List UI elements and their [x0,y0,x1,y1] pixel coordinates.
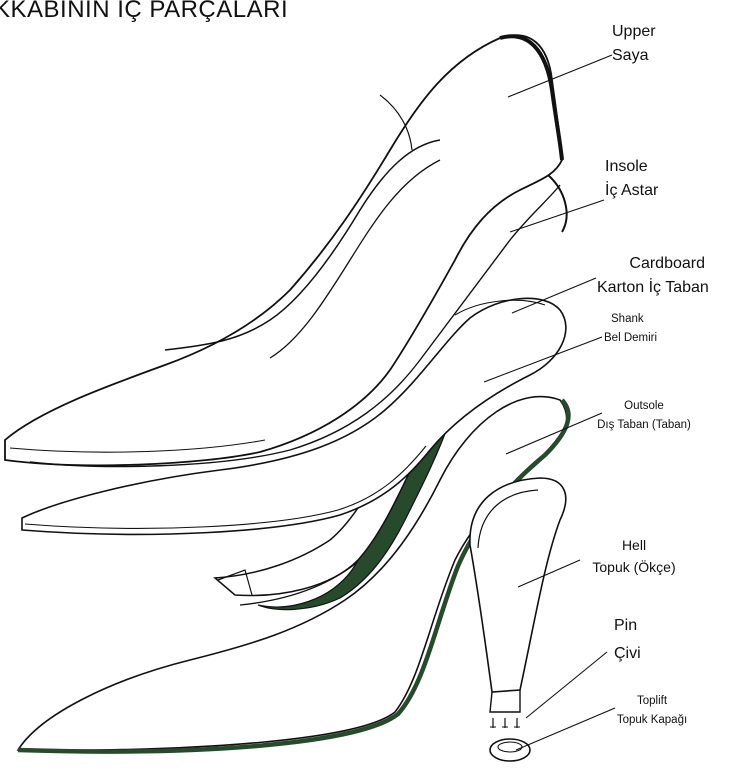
label-upper-tr: Saya [612,44,656,68]
label-insole-tr: İç Astar [605,179,658,203]
label-cardboard-tr: Karton İç Taban [597,276,709,300]
label-outsole-en: Outsole [584,397,704,416]
toplift-drawing [490,739,530,761]
heel-drawing [470,478,566,712]
label-heel-tr: Topuk (Ökçe) [584,556,684,578]
label-toplift-tr: Topuk Kapağı [592,711,712,730]
leader-insole [510,200,604,232]
label-pin-tr: Çivi [614,642,641,666]
pin-drawing [490,718,520,728]
label-insole-en: Insole [605,155,658,179]
label-upper: Upper Saya [612,20,656,68]
label-insole: Insole İç Astar [605,155,658,203]
label-toplift-en: Toplift [592,692,712,711]
label-shank-en: Shank [608,310,657,329]
label-outsole: Outsole Dış Taban (Taban) [584,397,704,435]
label-upper-en: Upper [612,20,656,44]
label-cardboard-tr-wrap: Karton İç Taban [597,276,709,300]
label-cardboard: Cardboard [597,252,705,276]
label-shank-tr: Bel Demiri [604,329,657,348]
label-heel: Hell Topuk (Ökçe) [584,534,684,578]
label-outsole-tr: Dış Taban (Taban) [584,416,704,435]
label-shank: Shank Bel Demiri [608,310,657,348]
label-pin-en: Pin [614,614,641,638]
label-cardboard-en: Cardboard [597,252,705,276]
label-pin: Pin Çivi [614,614,641,666]
label-heel-en: Hell [584,534,684,556]
label-toplift: Toplift Topuk Kapağı [592,692,712,730]
